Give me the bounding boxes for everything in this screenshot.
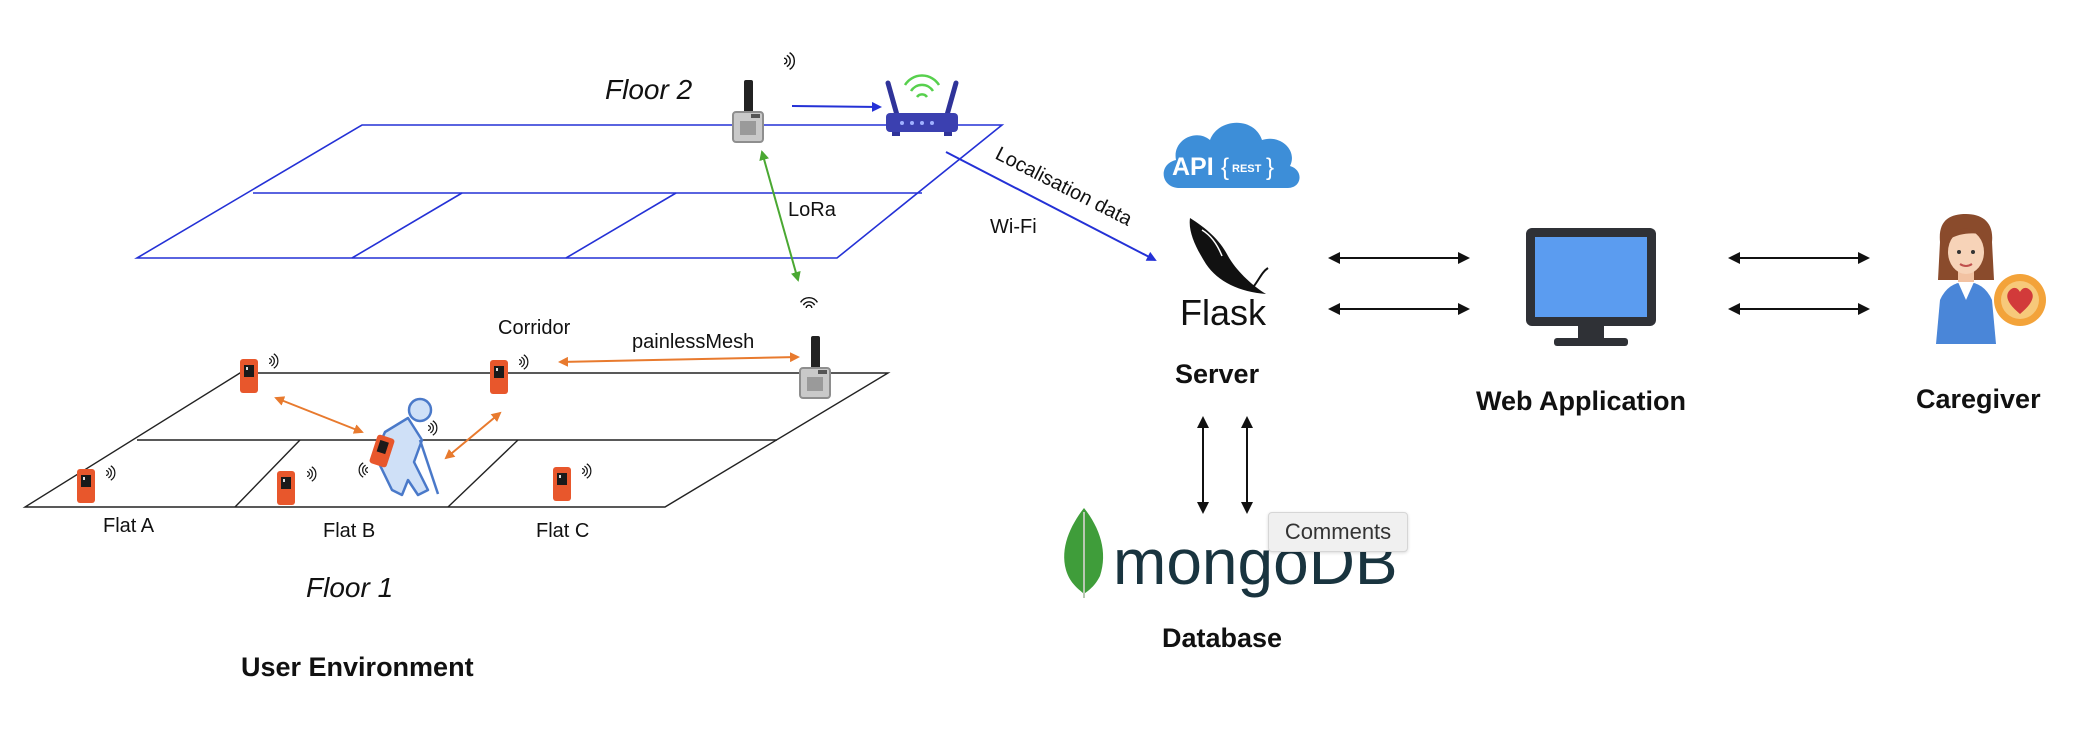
mesh-link-arrow bbox=[558, 352, 800, 367]
device-tag-flat-c bbox=[553, 463, 592, 501]
caregiver-title: Caregiver bbox=[1916, 384, 2041, 414]
movement-arrow-left bbox=[274, 396, 364, 434]
wifi-router-icon bbox=[885, 74, 959, 136]
floor-1-plane bbox=[22, 372, 891, 508]
api-label: API bbox=[1172, 153, 1214, 181]
device-tag-flat-a bbox=[77, 465, 116, 503]
flat-a-label: Flat A bbox=[103, 515, 155, 537]
rest-api-cloud-icon: API { REST } bbox=[1163, 122, 1300, 188]
web-application-title: Web Application bbox=[1476, 386, 1686, 416]
corridor-label: Corridor bbox=[498, 317, 571, 339]
svg-text:{: { bbox=[1221, 154, 1229, 181]
floor-2-label: Floor 2 bbox=[605, 74, 693, 105]
gateway-to-router-arrow bbox=[791, 101, 882, 112]
flat-b-label: Flat B bbox=[323, 520, 375, 542]
elderly-person-icon bbox=[369, 397, 440, 497]
wifi-signal-icon bbox=[427, 420, 438, 436]
wifi-signal-icon bbox=[783, 51, 796, 71]
server-title: Server bbox=[1175, 359, 1260, 389]
floor-2-gateway bbox=[732, 51, 796, 143]
rest-label: REST bbox=[1232, 163, 1262, 175]
lora-link-arrow bbox=[759, 150, 801, 282]
lora-label: LoRa bbox=[788, 199, 837, 221]
device-tag-corridor-middle bbox=[490, 354, 529, 394]
movement-arrow-right bbox=[444, 411, 502, 460]
device-tag-flat-b bbox=[277, 466, 317, 505]
database-title: Database bbox=[1162, 623, 1282, 653]
flat-c-label: Flat C bbox=[536, 520, 589, 542]
comments-tooltip[interactable]: Comments bbox=[1268, 512, 1408, 552]
svg-text:}: } bbox=[1266, 154, 1274, 181]
floor-1-label: Floor 1 bbox=[306, 572, 393, 603]
wifi-label: Wi-Fi bbox=[990, 216, 1037, 238]
flask-logo-icon: Flask bbox=[1180, 218, 1269, 333]
mesh-label: painlessMesh bbox=[632, 331, 754, 353]
monitor-icon bbox=[1526, 228, 1656, 346]
user-environment-title: User Environment bbox=[241, 652, 474, 682]
floor-2-plane bbox=[134, 124, 1005, 259]
floor-1-gateway bbox=[799, 296, 831, 399]
caregiver-icon bbox=[1936, 214, 2046, 344]
wifi-signal-icon bbox=[358, 462, 369, 478]
flask-label: Flask bbox=[1180, 292, 1267, 333]
wifi-signal-icon bbox=[799, 296, 819, 309]
router-to-server-arrow bbox=[945, 151, 1157, 261]
mongodb-leaf-icon bbox=[1064, 508, 1104, 598]
